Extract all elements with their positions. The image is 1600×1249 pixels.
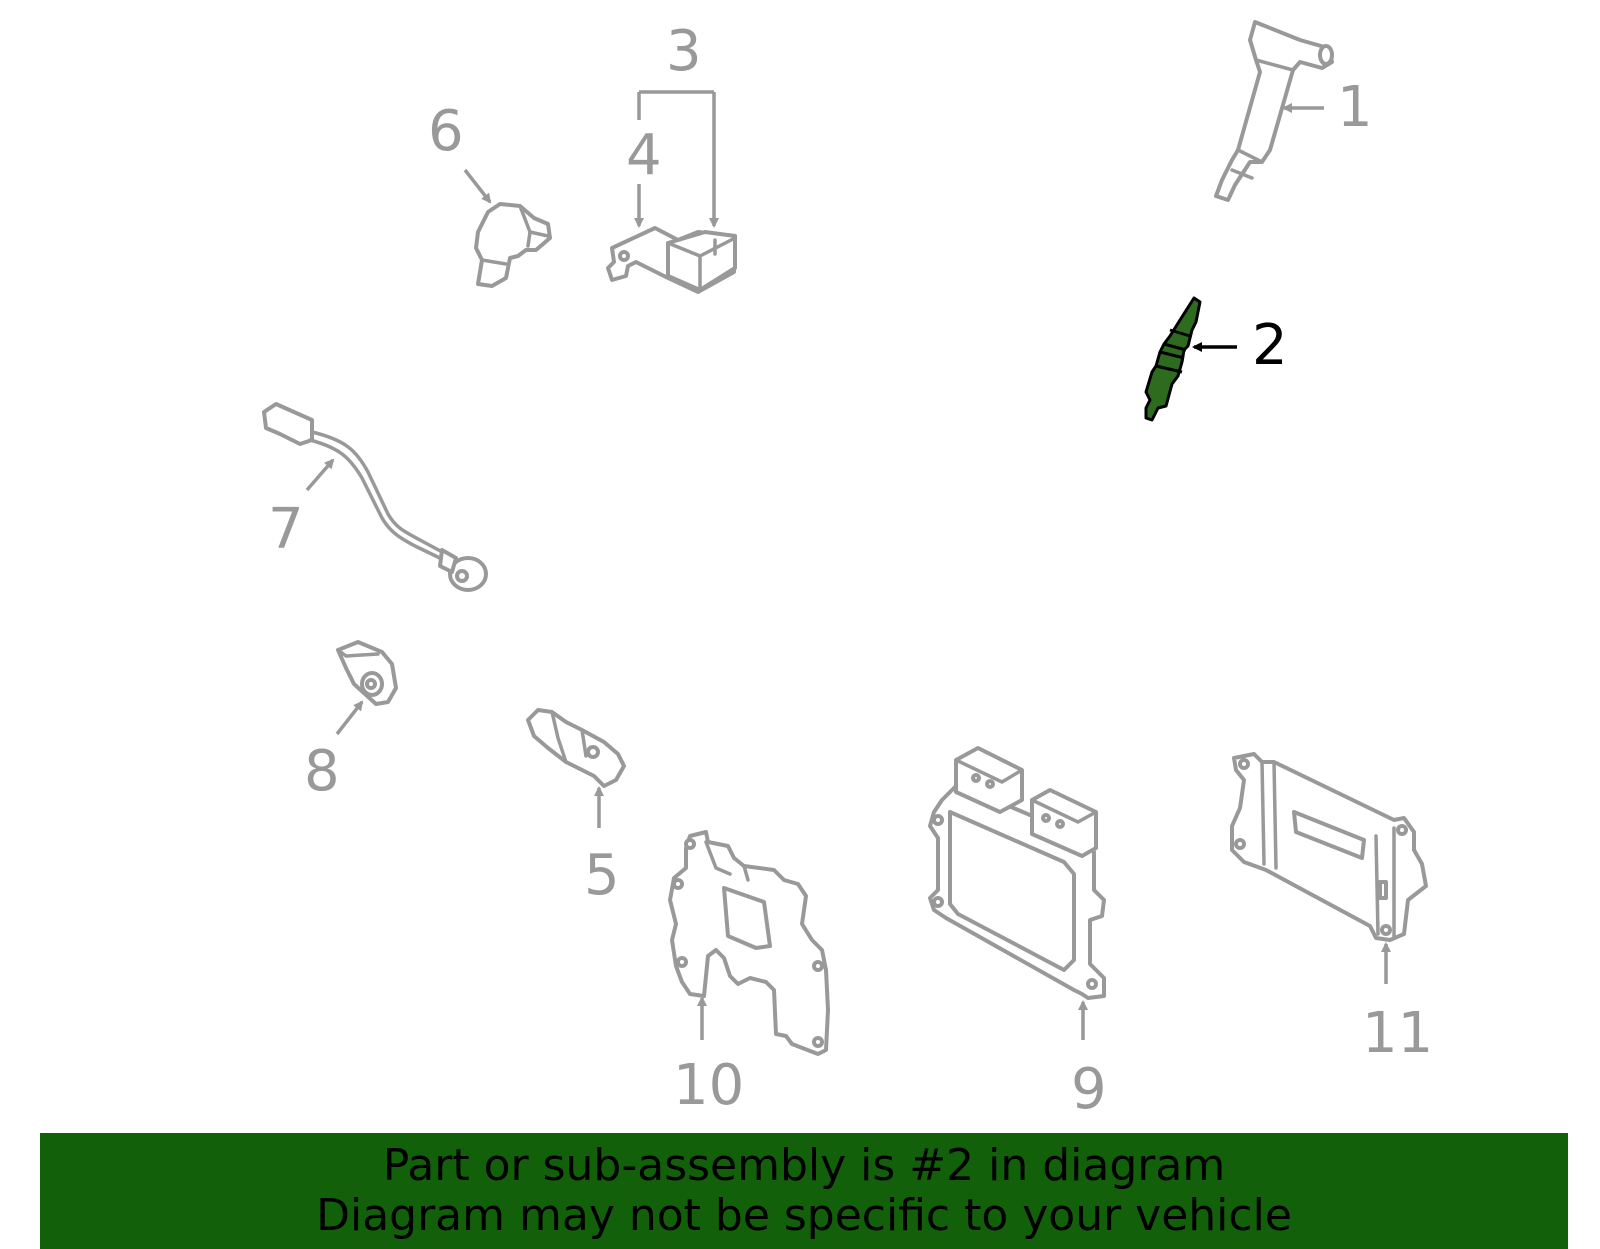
info-banner: Part or sub-assembly is #2 in diagram Di… xyxy=(40,1133,1568,1249)
callout-number-11: 11 xyxy=(1362,1001,1433,1066)
callout-number-8: 8 xyxy=(304,739,340,804)
callout-number-10: 10 xyxy=(673,1053,744,1118)
callout-number-7: 7 xyxy=(268,497,304,562)
camshaft-position-sensor[interactable] xyxy=(474,202,552,288)
callout-leader-8 xyxy=(335,700,364,736)
callout-number-4: 4 xyxy=(626,123,662,188)
callout-leader-6 xyxy=(463,168,492,204)
sensor-part-8[interactable] xyxy=(336,640,398,706)
knock-sensor-with-harness[interactable] xyxy=(262,402,488,592)
module-bracket[interactable] xyxy=(1230,752,1428,942)
sensor-bracket-assembly[interactable] xyxy=(606,226,737,294)
banner-part-line: Part or sub-assembly is #2 in diagram xyxy=(382,1140,1226,1191)
spark-plug[interactable] xyxy=(1144,296,1202,422)
callout-number-5: 5 xyxy=(584,843,620,908)
callout-number-6: 6 xyxy=(428,99,464,164)
engine-control-module[interactable] xyxy=(928,746,1106,1000)
callout-leader-7 xyxy=(305,458,335,492)
banner-disclaimer-line: Diagram may not be specific to your vehi… xyxy=(316,1190,1292,1241)
crankshaft-position-sensor[interactable] xyxy=(526,708,626,788)
callout-number-2: 2 xyxy=(1252,313,1288,378)
ignition-coil[interactable] xyxy=(1214,20,1334,202)
callout-number-1: 1 xyxy=(1337,75,1373,140)
callout-number-3: 3 xyxy=(666,19,702,84)
callout-number-9: 9 xyxy=(1071,1057,1107,1122)
ecm-mounting-bracket[interactable] xyxy=(668,830,830,1056)
